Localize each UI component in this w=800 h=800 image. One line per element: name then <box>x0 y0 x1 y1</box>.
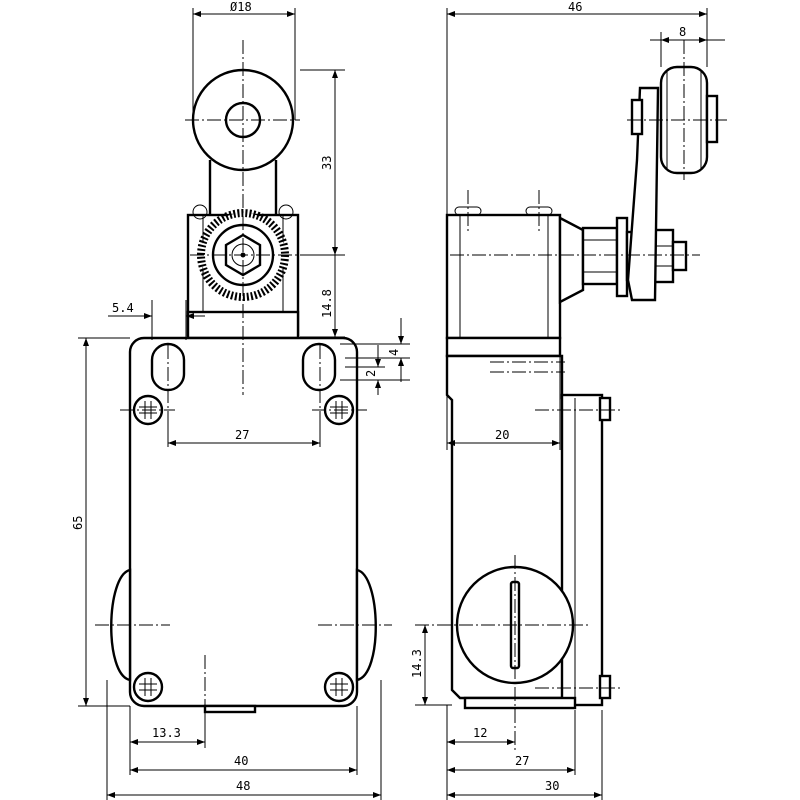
dim-slot-2: 2 <box>364 370 378 377</box>
side-lever-arm <box>626 86 660 302</box>
side-view <box>415 40 727 750</box>
dim-head-depth: 20 <box>495 428 509 442</box>
front-head-screw-left-icon <box>192 204 208 220</box>
dim-hole-offset: 5.4 <box>112 301 134 315</box>
dim-hole-spacing: 27 <box>235 428 249 442</box>
front-screw-bottom-right-icon <box>323 671 355 703</box>
dim-conduit-offset: 13.3 <box>152 726 181 740</box>
dim-side-total-depth: 30 <box>545 779 559 793</box>
dim-lever-height: 33 <box>320 156 334 170</box>
side-dimensions: 46 8 20 14.3 12 27 <box>410 0 725 800</box>
front-hex-nut-icon <box>224 233 262 277</box>
dim-head-height: 14.8 <box>320 289 334 318</box>
front-screw-bottom-left-icon <box>132 671 164 703</box>
side-mount-plate <box>560 393 604 707</box>
dim-side-total-width: 46 <box>568 0 582 14</box>
dim-mount-depth: 27 <box>515 754 529 768</box>
dim-mount-width: 40 <box>234 754 248 768</box>
dim-roller-diameter: Ø18 <box>230 0 252 14</box>
front-mount-slot-right <box>301 342 337 392</box>
dim-cap-height: 14.3 <box>410 649 424 678</box>
dim-slot-4: 4 <box>387 349 401 356</box>
dim-body-height: 65 <box>71 516 85 530</box>
side-head <box>445 213 562 340</box>
front-head-screw-right-icon <box>278 204 294 220</box>
front-view <box>95 40 392 745</box>
dim-total-width: 48 <box>236 779 250 793</box>
dim-cap-offset: 12 <box>473 726 487 740</box>
front-dimensions: Ø18 33 14.8 5.4 4 2 <box>71 0 410 800</box>
dim-roller-width: 8 <box>679 25 686 39</box>
front-lever-arm <box>208 160 278 215</box>
